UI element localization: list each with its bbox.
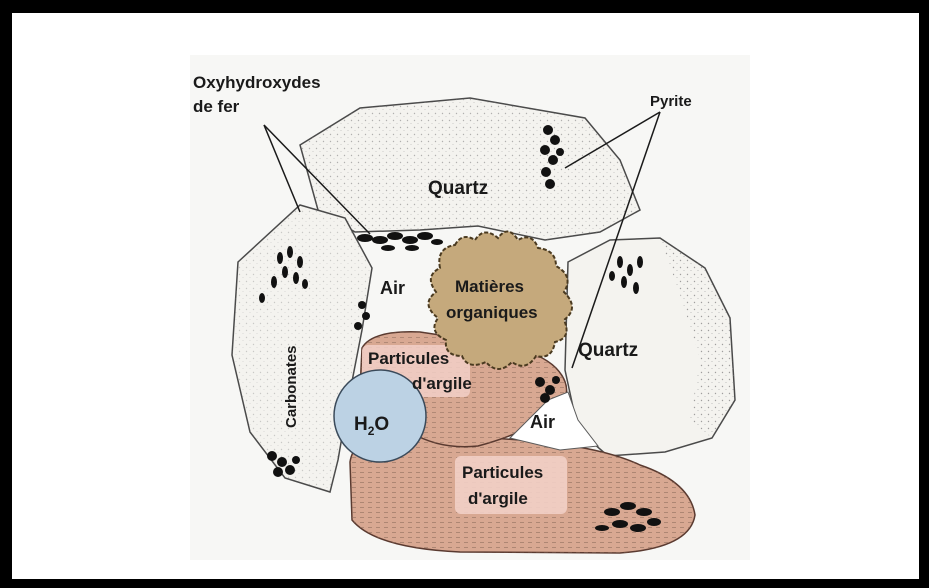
label-air-left: Air xyxy=(380,278,405,298)
label-air-bottom: Air xyxy=(530,412,555,432)
label-argile-bottom-1: Particules xyxy=(462,463,543,482)
label-quartz-right: Quartz xyxy=(578,340,638,361)
label-matieres-1: Matières xyxy=(455,277,524,296)
label-matieres-2: organiques xyxy=(446,303,538,322)
label-oxyhydroxydes-2: de fer xyxy=(193,97,240,116)
label-argile-top-1: Particules xyxy=(368,349,449,368)
label-pyrite: Pyrite xyxy=(650,93,692,110)
label-oxyhydroxydes-1: Oxyhydroxydes xyxy=(193,73,321,92)
label-quartz-top: Quartz xyxy=(428,178,488,199)
organic-matter xyxy=(428,231,572,369)
label-carbonates: Carbonates xyxy=(283,345,300,428)
label-argile-bottom-2: d'argile xyxy=(468,489,528,508)
label-argile-top-2: d'argile xyxy=(412,374,472,393)
